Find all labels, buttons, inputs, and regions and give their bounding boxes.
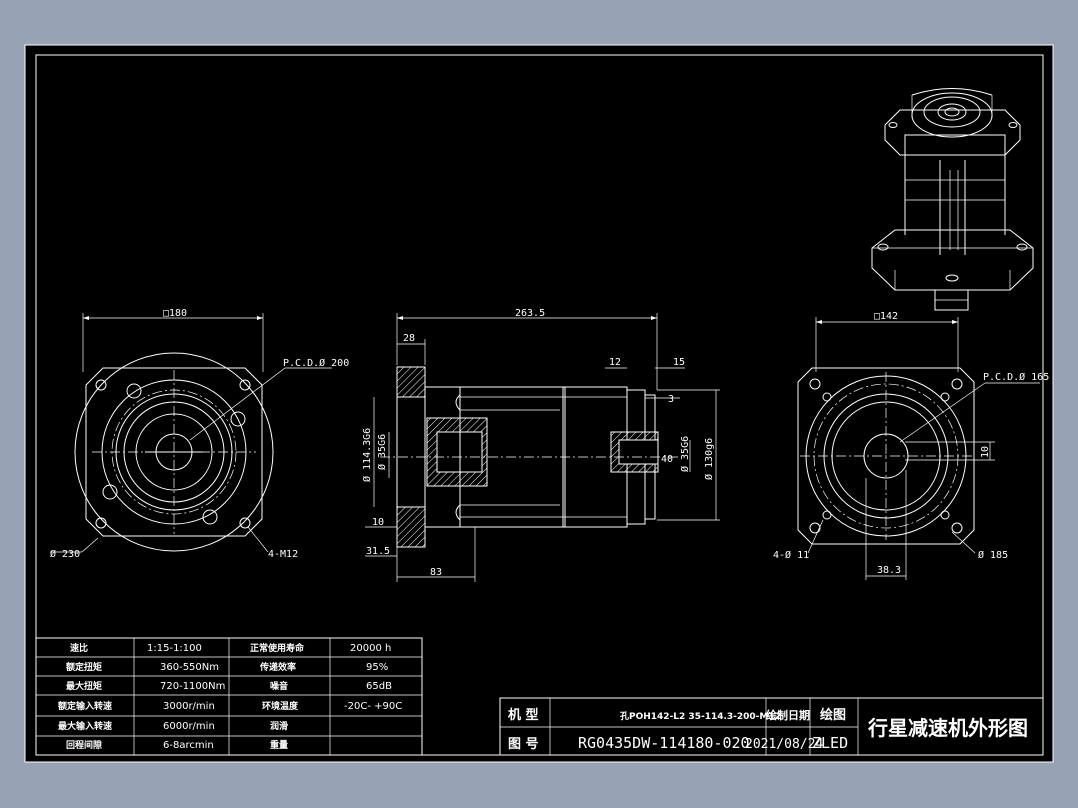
side-dim-83: 83 — [430, 567, 442, 578]
isometric-view — [871, 88, 1034, 311]
rear-key-width: 10 — [980, 446, 991, 458]
side-dim-15: 15 — [673, 357, 685, 368]
spec-r1-c1: 360-550Nm — [160, 662, 219, 673]
side-dim-40: 40 — [661, 454, 673, 465]
tb-model-label: 机 型 — [508, 707, 539, 723]
side-view: 263.5 28 12 15 3 40 Ø 114.3G6 — [361, 308, 720, 582]
front-holes-label: 4-M12 — [268, 549, 298, 560]
spec-r5-c0: 回程间隙 — [66, 739, 102, 751]
tb-drawnumber-value: RG0435DW-114180-020 — [578, 734, 750, 752]
spec-r0-c1: 1:15-1:100 — [147, 643, 202, 654]
sheet-outer-border — [24, 44, 1054, 763]
side-flange-dim: 28 — [403, 333, 415, 344]
spec-r1-c0: 额定扭矩 — [66, 661, 102, 673]
spec-r1-c2: 传递效率 — [259, 661, 296, 673]
spec-r3-c0: 额定输入转速 — [58, 700, 112, 712]
rear-holes-label: 4-Ø 11 — [773, 549, 809, 561]
side-dim-12: 12 — [609, 357, 621, 368]
spec-r2-c0: 最大扭矩 — [66, 680, 102, 692]
spec-r5-c2: 重量 — [270, 739, 288, 751]
spec-r4-c1: 6000r/min — [163, 721, 215, 732]
spec-r4-c2: 润滑 — [270, 720, 288, 732]
rear-key-height: 38.3 — [877, 565, 901, 576]
front-view: □180 P.C.D.Ø 200 Ø 230 4-M12 — [50, 308, 349, 560]
tb-drawer-value: ZLED — [812, 734, 848, 752]
spec-table: 速比 1:15-1:100 正常使用寿命 20000 h 额定扭矩 360-55… — [35, 637, 423, 756]
tb-date-value: 2021/08/24 — [745, 737, 823, 752]
side-bore-in: Ø 35G6 — [376, 434, 388, 470]
spec-r2-c2: 噪音 — [270, 680, 288, 692]
rear-outer-dia: Ø 185 — [978, 549, 1008, 561]
spec-r2-c3: 65dB — [366, 681, 392, 692]
side-bore-out: Ø 35G6 — [679, 436, 691, 472]
tb-model-value: 孔POH142-L2 35-114.3-200-M12 — [620, 710, 781, 722]
tb-drawnumber-label: 图 号 — [508, 737, 539, 752]
tb-date-label: 绘制日期 — [766, 708, 810, 722]
spec-r0-c0: 速比 — [70, 642, 88, 654]
spec-r0-c2: 正常使用寿命 — [250, 642, 305, 654]
title-block: 机 型 孔POH142-L2 35-114.3-200-M12 图 号 RG04… — [499, 697, 1044, 756]
side-pilot-in: Ø 114.3G6 — [361, 428, 373, 482]
rear-pcd-label: P.C.D.Ø 165 — [983, 371, 1049, 383]
spec-r3-c1: 3000r/min — [163, 701, 215, 712]
side-pilot-out: Ø 130g6 — [703, 438, 715, 480]
spec-r5-c1: 6-8arcmin — [163, 740, 214, 751]
tb-drawer-label: 绘图 — [820, 707, 846, 723]
spec-r3-c2: 环境温度 — [262, 700, 299, 712]
rear-view: □142 P.C.D.Ø 165 10 38.3 4-Ø 11 Ø 185 — [773, 311, 1049, 580]
spec-r2-c1: 720-1100Nm — [160, 681, 225, 692]
front-pcd-label: P.C.D.Ø 200 — [283, 357, 349, 369]
spec-r3-c3: -20C- +90C — [344, 701, 402, 712]
front-square-dim: □180 — [163, 308, 187, 319]
spec-r4-c0: 最大输入转速 — [58, 720, 112, 732]
side-dim-315: 31.5 — [366, 546, 390, 557]
side-dim-3: 3 — [668, 394, 674, 405]
rear-square-dim: □142 — [874, 311, 898, 322]
side-dim-10: 10 — [372, 517, 384, 528]
side-length-dim: 263.5 — [515, 308, 545, 319]
front-outer-dia: Ø 230 — [50, 548, 80, 560]
tb-title: 行星减速机外形图 — [867, 716, 1028, 740]
spec-r0-c3: 20000 h — [350, 643, 391, 654]
spec-r1-c3: 95% — [366, 662, 388, 673]
